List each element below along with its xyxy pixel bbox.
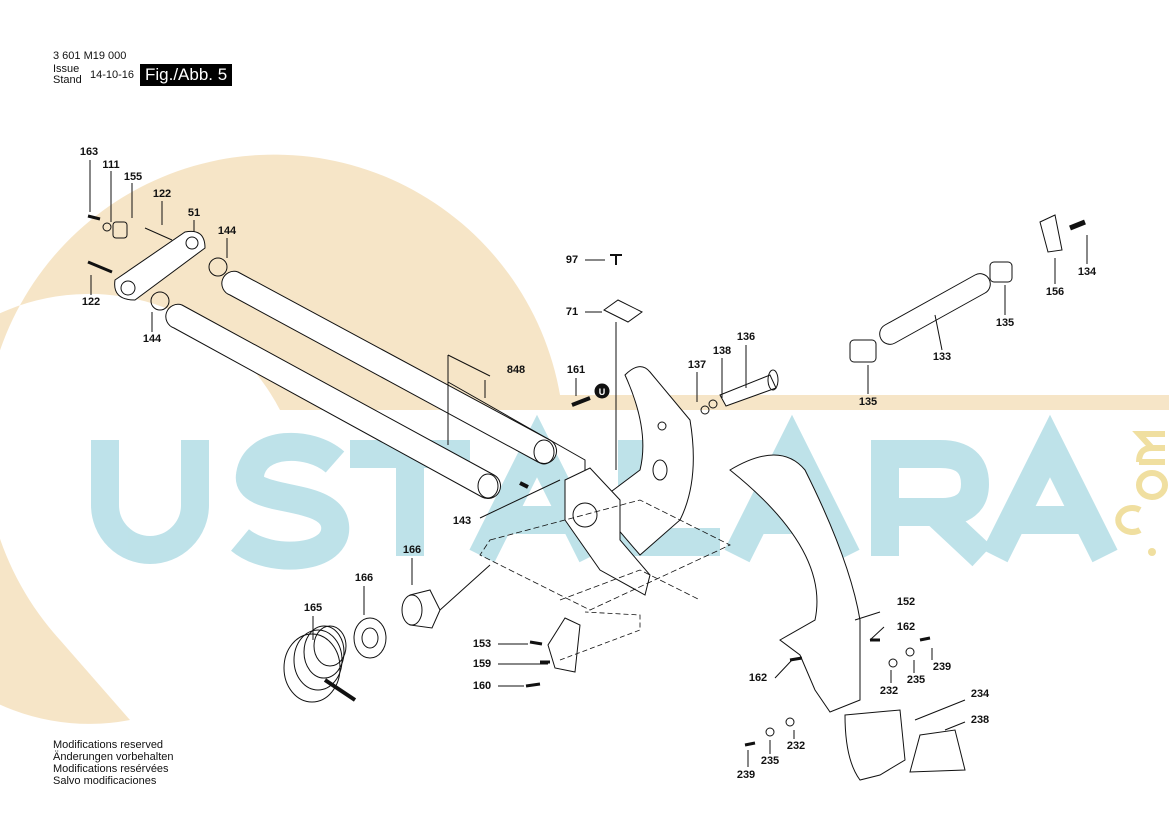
bushing-135a (989, 261, 1013, 283)
callout-152: 152 (896, 596, 916, 608)
bearing-166a (353, 617, 387, 659)
callout-153: 153 (472, 638, 492, 650)
callout-111: 111 (102, 159, 120, 171)
spring-165 (283, 625, 357, 703)
callout-166: 166 (402, 544, 422, 556)
part-number: 3 601 M19 000 (53, 50, 127, 62)
callout-97: 97 (565, 254, 579, 266)
u-marker-letter: U (599, 387, 606, 397)
issue-stand-label: Issue Stand (53, 64, 82, 86)
notice-es: Salvo modificaciones (53, 775, 157, 787)
callout-144: 144 (142, 333, 162, 345)
callout-143: 143 (452, 515, 472, 527)
callout-160: 160 (472, 680, 492, 692)
callout-122: 122 (152, 188, 172, 200)
u-marker (594, 383, 610, 399)
screw-163 (87, 214, 101, 221)
callout-166: 166 (354, 572, 374, 584)
notice-de: Änderungen vorbehalten (53, 751, 174, 763)
flap-238 (909, 729, 966, 773)
guard-234 (844, 709, 906, 781)
callout-136: 136 (736, 331, 756, 343)
callout-161: 161 (566, 364, 586, 376)
callout-234: 234 (970, 688, 990, 700)
callout-137: 137 (687, 359, 707, 371)
callout-135: 135 (858, 396, 878, 408)
callout-235: 235 (906, 674, 926, 686)
sleeve-166b (401, 589, 441, 629)
notice-fr: Modifications resérvées (53, 763, 169, 775)
issue-date: 14-10-16 (90, 69, 135, 81)
arm-housing (599, 366, 694, 556)
star-washer-144a (208, 257, 228, 277)
notice-en: Modifications reserved (53, 739, 164, 751)
figure-label: Fig./Abb. 5 (140, 64, 233, 86)
callout-162: 162 (748, 672, 768, 684)
rod-133 (879, 273, 991, 345)
callout-239: 239 (736, 769, 756, 781)
mount-143 (564, 467, 651, 596)
callout-235: 235 (760, 755, 780, 767)
callout-135: 135 (995, 317, 1015, 329)
screw-97 (610, 254, 622, 265)
callout-162: 162 (896, 621, 916, 633)
callout-238: 238 (970, 714, 990, 726)
issue-label: Issue (53, 63, 80, 75)
callout-848: 848 (506, 364, 526, 376)
callout-144: 144 (217, 225, 237, 237)
clip-71 (603, 299, 643, 323)
callout-51: 51 (187, 207, 201, 219)
bracket-159 (547, 617, 581, 673)
guide-rail-upper (221, 270, 558, 465)
callout-239: 239 (932, 661, 952, 673)
chute-152 (729, 454, 861, 713)
ring-138 (708, 399, 718, 409)
callout-155: 155 (123, 171, 143, 183)
bracket-51 (114, 230, 206, 301)
callout-232: 232 (786, 740, 806, 752)
star-washer-144b (150, 291, 170, 311)
stand-label: Stand (53, 74, 82, 86)
callout-165: 165 (303, 602, 323, 614)
ring-137 (700, 405, 710, 415)
screw-122a (144, 227, 173, 241)
callout-133: 133 (932, 351, 952, 363)
callout-71: 71 (565, 306, 579, 318)
pin-134 (1069, 219, 1086, 231)
guide-rail-lower (165, 303, 502, 500)
lever-156 (1039, 214, 1063, 253)
callout-159: 159 (472, 658, 492, 670)
screw-161 (571, 396, 591, 407)
callout-156: 156 (1045, 286, 1065, 298)
callout-163: 163 (79, 146, 99, 158)
callout-122: 122 (81, 296, 101, 308)
callout-134: 134 (1077, 266, 1097, 278)
bushing-135b (849, 339, 877, 363)
callout-138: 138 (712, 345, 732, 357)
modifications-notice: Modifications reserved Änderungen vorbeh… (53, 739, 173, 787)
callout-232: 232 (879, 685, 899, 697)
